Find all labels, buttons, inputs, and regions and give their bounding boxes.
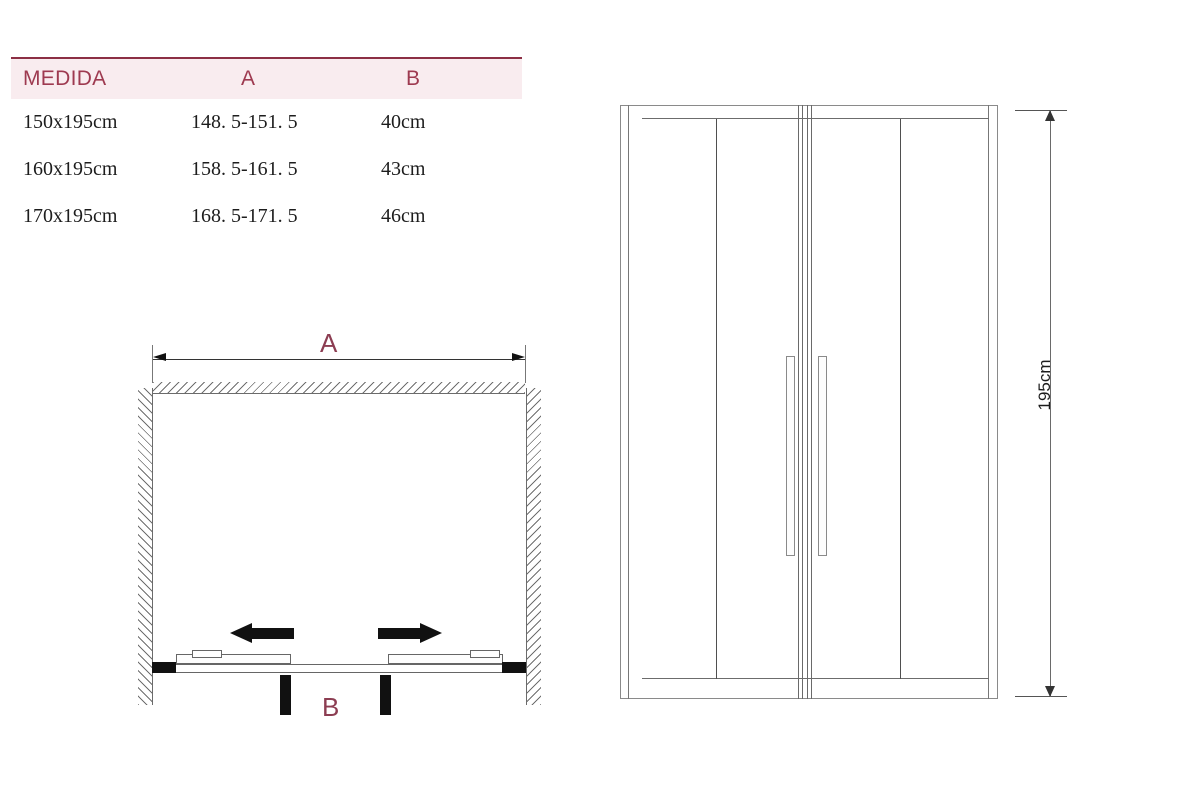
cell-b: 46cm bbox=[381, 205, 426, 227]
enclosure-outer-frame bbox=[620, 105, 998, 699]
column-header-a: A bbox=[241, 67, 256, 90]
wall-hatch-left bbox=[138, 388, 153, 705]
panel-clip-right bbox=[470, 650, 500, 658]
dimension-extension-line-left bbox=[152, 345, 153, 383]
dimension-tick-top bbox=[1015, 110, 1067, 111]
elevation-view-diagram bbox=[615, 100, 1010, 710]
dimension-tick-bottom bbox=[1015, 696, 1067, 697]
column-header-b: B bbox=[406, 67, 421, 90]
plan-view-diagram: A B bbox=[130, 320, 560, 740]
panel-divider-left bbox=[716, 119, 717, 679]
door-handle-left bbox=[786, 356, 795, 556]
center-mullion-line bbox=[798, 105, 799, 699]
panel-clip-left bbox=[192, 650, 222, 658]
cell-b: 40cm bbox=[381, 111, 426, 133]
dimension-label-b: B bbox=[322, 692, 340, 722]
frame-inner-line-left bbox=[628, 105, 629, 699]
dimension-line-a bbox=[153, 359, 525, 360]
table-top-rule bbox=[11, 57, 522, 59]
dimension-arrow-down-icon bbox=[1045, 686, 1055, 697]
cell-a: 148. 5-151. 5 bbox=[191, 111, 298, 133]
cell-a: 168. 5-171. 5 bbox=[191, 205, 298, 227]
size-table: MEDIDA A B 150x195cm 148. 5-151. 5 40cm … bbox=[11, 57, 522, 240]
wall-corner-gap bbox=[130, 320, 144, 334]
sliding-panel-right bbox=[388, 654, 503, 664]
center-mullion-line bbox=[802, 105, 803, 699]
column-header-medida: MEDIDA bbox=[23, 67, 107, 90]
cell-medida: 160x195cm bbox=[23, 158, 118, 180]
cell-b: 43cm bbox=[381, 158, 426, 180]
door-rail bbox=[152, 664, 526, 673]
height-dimension-label: 195cm bbox=[1035, 359, 1054, 411]
cell-a: 158. 5-161. 5 bbox=[191, 158, 298, 180]
wall-hatch-top bbox=[153, 382, 525, 394]
sliding-panel-left bbox=[176, 654, 291, 664]
dimension-arrow-right-icon bbox=[512, 353, 525, 361]
table-header-row: MEDIDA A B bbox=[11, 59, 522, 99]
wall-profile-cap-left bbox=[152, 662, 176, 673]
table-row: 150x195cm 148. 5-151. 5 40cm bbox=[11, 99, 522, 146]
dimension-arrow-up-icon bbox=[1045, 110, 1055, 121]
center-mullion-line bbox=[811, 105, 812, 699]
panel-divider-right bbox=[900, 119, 901, 679]
center-mullion-line bbox=[807, 105, 808, 699]
dimension-arrow-left-icon bbox=[153, 353, 166, 361]
cell-medida: 150x195cm bbox=[23, 111, 118, 133]
wall-hatch-right bbox=[526, 388, 541, 705]
frame-inner-line-right bbox=[988, 105, 989, 699]
cell-medida: 170x195cm bbox=[23, 205, 118, 227]
top-rail bbox=[642, 118, 989, 119]
dimension-label-a: A bbox=[320, 328, 338, 358]
wall-profile-cap-right bbox=[502, 662, 526, 673]
table-row: 160x195cm 158. 5-161. 5 43cm bbox=[11, 146, 522, 193]
table-row: 170x195cm 168. 5-171. 5 46cm bbox=[11, 193, 522, 240]
dimension-b-marker-right bbox=[380, 675, 391, 715]
height-dimension: 195cm bbox=[1015, 100, 1105, 710]
dimension-b-marker-left bbox=[280, 675, 291, 715]
dimension-line-vertical bbox=[1050, 110, 1051, 697]
dimension-extension-line-right bbox=[525, 345, 526, 383]
door-handle-right bbox=[818, 356, 827, 556]
bottom-rail bbox=[642, 678, 989, 679]
